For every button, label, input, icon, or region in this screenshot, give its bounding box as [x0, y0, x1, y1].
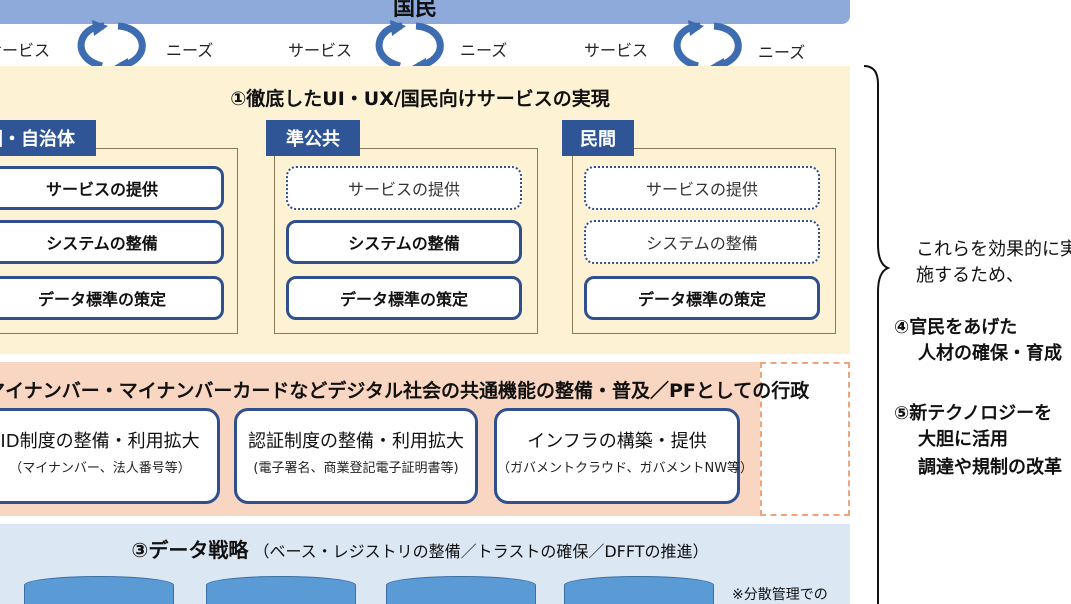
authentication-box: 認証制度の整備・利用拡大 (電子署名、商業登記電子証明書等) [234, 408, 478, 504]
database-cylinder-icon [386, 576, 536, 604]
section3-note: ※分散管理での [732, 587, 828, 603]
cycle-needs-label: ニーズ [460, 41, 508, 60]
private-system-item: システムの整備 [584, 220, 820, 264]
infrastructure-box: インフラの構築・提供 （ガバメントクラウド、ガバメントNW等） [494, 408, 754, 504]
section3-title: ③データ戦略 （ベース・レジストリの整備／トラストの確保／DFFTの推進） [0, 534, 840, 563]
authentication-title: 認証制度の整備・利用拡大 [248, 431, 464, 452]
private-data-standard-item: データ標準の策定 [584, 276, 820, 320]
database-cylinder-icon [564, 576, 714, 604]
right-intro-line2: 施するため、 [916, 265, 1024, 286]
group-semi-public-tag: 準公共 [266, 120, 360, 156]
section2-dashed-extension [760, 362, 850, 516]
item4-line1: ④官民をあげた [894, 317, 1018, 338]
right-brace-icon [863, 65, 890, 604]
semi-public-system-item: システムの整備 [286, 220, 522, 264]
right-intro-line1: これらを効果的に実 [916, 239, 1071, 260]
semi-public-data-standard-item: データ標準の策定 [286, 276, 522, 320]
cycle-needs-label: ニーズ [166, 41, 214, 60]
private-service-item: サービスの提供 [584, 166, 820, 210]
database-cylinder-icon [206, 576, 356, 604]
top-banner-title: 国民 [392, 0, 437, 21]
cycle-service-label: サービス [584, 41, 649, 60]
item5-line2: 大胆に活用 [918, 429, 1008, 450]
government-system-item: システムの整備 [0, 220, 224, 264]
infrastructure-title: インフラの構築・提供 [527, 431, 707, 452]
section1-title: ①徹底したUI・UX/国民向けサービスの実現 [230, 88, 610, 110]
item4-line2: 人材の確保・育成 [918, 343, 1062, 364]
database-cylinder-icon [24, 576, 174, 604]
cycle-service-label: サービス [0, 41, 51, 60]
government-data-standard-item: データ標準の策定 [0, 276, 224, 320]
semi-public-service-item: サービスの提供 [286, 166, 522, 210]
item5-line3: 調達や規制の改革 [918, 457, 1062, 478]
section3-title-detail: （ベース・レジストリの整備／トラストの確保／DFFTの推進） [253, 542, 709, 561]
item5-line1: ⑤新テクノロジーを [894, 403, 1053, 424]
cycle-needs-label: ニーズ [758, 43, 806, 62]
government-service-item: サービスの提供 [0, 166, 224, 210]
id-system-subtitle: （マイナンバー、法人番号等） [9, 461, 191, 476]
infrastructure-subtitle: （ガバメントクラウド、ガバメントNW等） [497, 461, 754, 476]
cycle-service-label: サービス [288, 41, 353, 60]
section3-title-bold: ③データ戦略 [131, 538, 249, 562]
authentication-subtitle: (電子署名、商業登記電子証明書等) [253, 461, 459, 476]
group-private-tag: 民間 [562, 120, 634, 156]
section2-title: ②マイナンバー・マイナンバーカードなどデジタル社会の共通機能の整備・普及／PFと… [0, 380, 810, 402]
group-government-tag: 国・自治体 [0, 120, 96, 156]
id-system-title: ID制度の整備・利用拡大 [0, 431, 200, 452]
id-system-box: ID制度の整備・利用拡大 （マイナンバー、法人番号等） [0, 408, 220, 504]
top-banner: 国民 [0, 0, 850, 24]
